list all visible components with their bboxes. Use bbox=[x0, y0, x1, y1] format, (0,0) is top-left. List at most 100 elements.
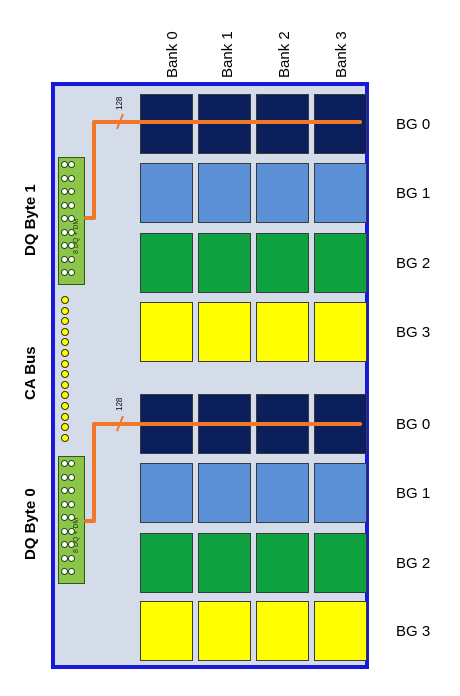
bank-cell bbox=[198, 233, 251, 293]
ca-pin bbox=[61, 402, 69, 410]
dq-pin bbox=[68, 514, 75, 521]
dq-pin bbox=[68, 228, 75, 236]
dq-pin bbox=[61, 228, 68, 236]
bank-cell bbox=[314, 163, 367, 223]
ca-pin bbox=[61, 306, 69, 315]
ca-pin bbox=[61, 391, 69, 400]
bank-cell bbox=[256, 463, 309, 523]
bank-cell bbox=[256, 394, 309, 454]
bank-group-label: BG 3 bbox=[396, 324, 431, 341]
bank-cell bbox=[314, 533, 367, 593]
dq-pin bbox=[68, 188, 75, 195]
ca-pin bbox=[61, 359, 69, 368]
bank-group-label: BG 2 bbox=[396, 255, 431, 272]
bank-group-label: BG 1 bbox=[396, 185, 431, 202]
bank-label-0: Bank 0 bbox=[164, 31, 181, 78]
ca-pin bbox=[61, 380, 69, 389]
dq-pin bbox=[61, 568, 68, 575]
bank-label-2: Bank 2 bbox=[276, 31, 293, 78]
bank-cell bbox=[140, 94, 193, 154]
ca-bus-label: CA Bus bbox=[22, 346, 39, 400]
dq-pin bbox=[68, 255, 75, 263]
ca-pin bbox=[61, 433, 69, 442]
bank-cell bbox=[198, 163, 251, 223]
bank-cell bbox=[140, 533, 193, 593]
dq-pin bbox=[68, 201, 75, 209]
ca-pin bbox=[61, 349, 69, 357]
bank-group-label: BG 0 bbox=[396, 116, 431, 133]
bank-cell bbox=[140, 233, 193, 293]
dq-pin bbox=[68, 500, 75, 508]
dq-pin bbox=[68, 473, 75, 481]
bank-cell bbox=[198, 601, 251, 661]
bank-cell bbox=[314, 233, 367, 293]
dq-pin bbox=[68, 541, 75, 548]
ca-pin bbox=[61, 327, 69, 336]
bank-label-1: Bank 1 bbox=[219, 31, 236, 78]
bank-cell bbox=[256, 94, 309, 154]
dq-pin bbox=[61, 487, 68, 494]
dq-pin bbox=[68, 161, 75, 168]
dq-pin bbox=[61, 473, 68, 481]
dq-pin bbox=[61, 188, 68, 195]
ca-pin bbox=[61, 412, 69, 421]
dq-byte-1-block-label: 8 DQ + DM bbox=[73, 218, 80, 254]
dq-pin bbox=[61, 242, 68, 249]
bank-label-3: Bank 3 bbox=[333, 31, 350, 78]
bank-cell bbox=[314, 302, 367, 362]
bank-cell bbox=[198, 302, 251, 362]
bank-cell bbox=[314, 394, 367, 454]
ca-pin bbox=[61, 370, 69, 379]
bank-cell bbox=[198, 533, 251, 593]
dq-pin bbox=[61, 500, 68, 508]
dq-pin bbox=[68, 242, 75, 249]
dq-pin bbox=[68, 215, 75, 222]
dq-pin bbox=[61, 255, 68, 263]
bank-cell bbox=[140, 463, 193, 523]
dq-byte-0-label: DQ Byte 0 bbox=[22, 488, 39, 560]
bank-cell bbox=[314, 601, 367, 661]
bank-cell bbox=[198, 394, 251, 454]
bank-group-label: BG 3 bbox=[396, 623, 431, 640]
bank-cell bbox=[256, 302, 309, 362]
dq-pin bbox=[68, 269, 75, 276]
dq-pin bbox=[68, 460, 75, 467]
bank-group-label: BG 1 bbox=[396, 485, 431, 502]
dq-pin bbox=[68, 554, 75, 562]
dq-pin bbox=[61, 527, 68, 535]
bank-cell bbox=[140, 601, 193, 661]
dq-byte-1-label: DQ Byte 1 bbox=[22, 184, 39, 256]
dq-pin bbox=[68, 568, 75, 575]
bank-cell bbox=[314, 94, 367, 154]
dq-pin bbox=[68, 487, 75, 494]
bank-cell bbox=[314, 463, 367, 523]
bank-cell bbox=[256, 163, 309, 223]
bank-cell bbox=[256, 233, 309, 293]
dq-pin bbox=[61, 541, 68, 548]
bank-cell bbox=[198, 463, 251, 523]
bank-cell bbox=[256, 533, 309, 593]
dq-pin bbox=[68, 174, 75, 182]
dq-pin bbox=[61, 201, 68, 209]
dq-pin bbox=[61, 215, 68, 222]
dq-byte-0-wire-width: 128 bbox=[115, 397, 124, 411]
ca-pin bbox=[61, 423, 69, 432]
ca-pin bbox=[61, 338, 69, 347]
bank-cell bbox=[256, 601, 309, 661]
dq-byte-0-block-label: 8 DQ + DM bbox=[73, 517, 80, 553]
dq-byte-1-wire-width: 128 bbox=[115, 96, 124, 110]
ca-pin bbox=[61, 296, 69, 304]
dq-pin bbox=[61, 174, 68, 182]
dq-pin bbox=[61, 161, 68, 168]
dq-pin bbox=[68, 527, 75, 535]
dq-pin bbox=[61, 269, 68, 276]
bank-cell bbox=[140, 163, 193, 223]
dq-pin bbox=[61, 554, 68, 562]
dq-pin bbox=[61, 514, 68, 521]
dq-pin bbox=[61, 460, 68, 467]
bank-cell bbox=[140, 302, 193, 362]
bank-cell bbox=[140, 394, 193, 454]
bank-group-label: BG 2 bbox=[396, 555, 431, 572]
ca-pin bbox=[61, 317, 69, 326]
bank-group-label: BG 0 bbox=[396, 416, 431, 433]
